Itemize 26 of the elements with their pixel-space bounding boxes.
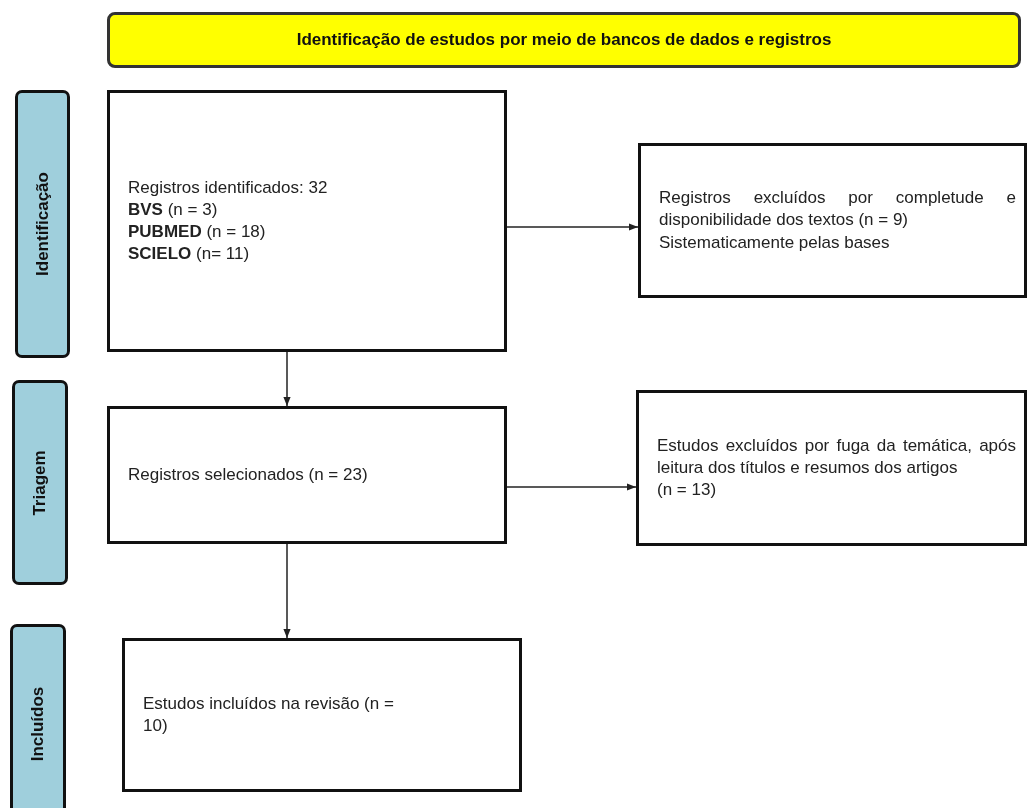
arrow <box>506 223 639 231</box>
process-box <box>638 143 1027 298</box>
process-box <box>107 90 507 352</box>
box-text: Registros excluídos por completude e disponibilidade dos textos (n = 9) <box>659 187 1016 232</box>
title-banner: Identificação de estudos por meio de bancos de dados e registros <box>107 12 1021 68</box>
box-text: SCIELO (n= 11) <box>128 243 251 266</box>
phase-label-bar <box>10 624 66 808</box>
box-text: Registros identificados: 32 <box>128 176 329 199</box>
process-box <box>107 406 507 544</box>
arrow <box>283 543 291 639</box>
box-text: Registros selecionados (n = 23) <box>128 463 369 486</box>
arrow <box>283 351 291 407</box>
box-text: (n = 13) <box>657 479 718 502</box>
box-text: Sistematicamente pelas bases <box>659 231 891 254</box>
phase-label: Incluídos <box>28 686 48 762</box>
process-box <box>122 638 522 792</box>
box-text: PUBMED (n = 18) <box>128 221 267 243</box>
phase-label-bar <box>12 380 68 585</box>
process-box <box>636 390 1027 546</box>
box-text: Estudos excluídos por fuga da temática, após leitura dos títulos e resumos dos artigos <box>657 434 1016 479</box>
box-text: Estudos incluídos na revisão (n = 10) <box>143 692 395 737</box>
phase-label-bar <box>15 90 70 358</box>
box-text: BVS (n = 3) <box>128 198 219 221</box>
phase-label: Identificação <box>32 172 53 276</box>
arrow <box>506 483 637 491</box>
phase-label: Triagem <box>30 449 50 516</box>
